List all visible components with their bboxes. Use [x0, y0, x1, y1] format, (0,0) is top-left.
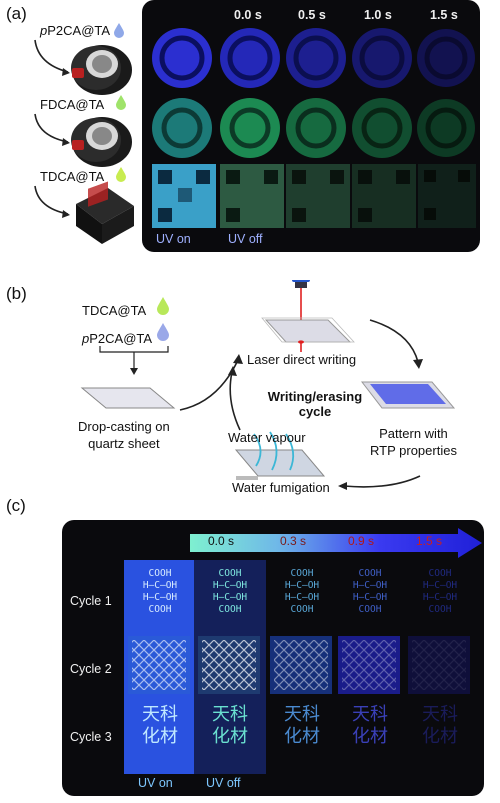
laser-writing-label: Laser direct writing — [247, 352, 357, 367]
characters-image: 天科化材 — [212, 704, 248, 747]
droplet-icon — [114, 23, 124, 38]
time-label: 1.5 s — [416, 534, 443, 548]
emission-photos — [152, 28, 476, 228]
drop-casting-label: Drop-casting on quartz sheet — [78, 419, 170, 451]
time-label: 0.3 s — [280, 534, 307, 548]
time-label: 1.5 s — [430, 8, 458, 22]
mesh-pattern-row — [128, 636, 470, 694]
uv-off-label: UV off — [206, 776, 241, 790]
material-label-p2ca: pP2CA@TA — [82, 331, 153, 346]
droplet-icon — [116, 95, 126, 110]
device-icon — [71, 45, 132, 95]
droplet-icon — [157, 297, 169, 315]
box-device-icon — [76, 181, 134, 244]
characters-image: 天科化材 — [352, 704, 388, 747]
characters-image: 天科化材 — [422, 704, 458, 747]
panel-c-image: 0.0 s 0.3 s 0.9 s 1.5 s Cycle 1 Cycle 2 … — [62, 520, 484, 796]
time-label: 1.0 s — [364, 8, 392, 22]
device-icon — [71, 117, 132, 167]
panel-a-label: (a) — [6, 4, 27, 23]
uv-off-label: UV off — [228, 232, 263, 246]
uv-on-label: UV on — [138, 776, 173, 790]
material-label-tdca: TDCA@TA — [82, 303, 147, 318]
time-label: 0.9 s — [348, 534, 375, 548]
droplet-icon — [157, 323, 169, 341]
water-fumigation-label: Water fumigation — [232, 480, 330, 495]
time-arrow — [190, 528, 482, 558]
water-vapour-label: Water vapour — [228, 430, 306, 445]
pattern-label: Pattern with RTP properties — [370, 426, 457, 458]
cycle-2-label: Cycle 2 — [70, 662, 112, 676]
time-label: 0.5 s — [298, 8, 326, 22]
cycle-3-label: Cycle 3 — [70, 730, 112, 744]
time-label: 0.0 s — [208, 534, 235, 548]
cycle-1-label: Cycle 1 — [70, 594, 112, 608]
arrow-icon — [34, 113, 70, 146]
cycle-label: Writing/erasing cycle — [267, 389, 363, 419]
material-label-fdca: FDCA@TA — [40, 97, 105, 112]
material-label-tdca: TDCA@TA — [40, 169, 105, 184]
time-label: 0.0 s — [234, 8, 262, 22]
material-label-p2ca: pP2CA@TA — [40, 23, 111, 38]
workflow-diagram — [80, 280, 456, 490]
arrow-icon — [34, 39, 70, 76]
characters-image: 天科化材 — [284, 704, 320, 747]
arrow-icon — [34, 185, 70, 218]
panel-c-label: (c) — [6, 496, 26, 515]
uv-on-label: UV on — [156, 232, 191, 246]
panel-b-label: (b) — [6, 284, 27, 303]
characters-image: 天科化材 — [142, 704, 178, 747]
panel-a-image: 0.0 s 0.5 s 1.0 s 1.5 s UV on UV off — [142, 0, 480, 252]
droplet-icon — [116, 167, 126, 182]
